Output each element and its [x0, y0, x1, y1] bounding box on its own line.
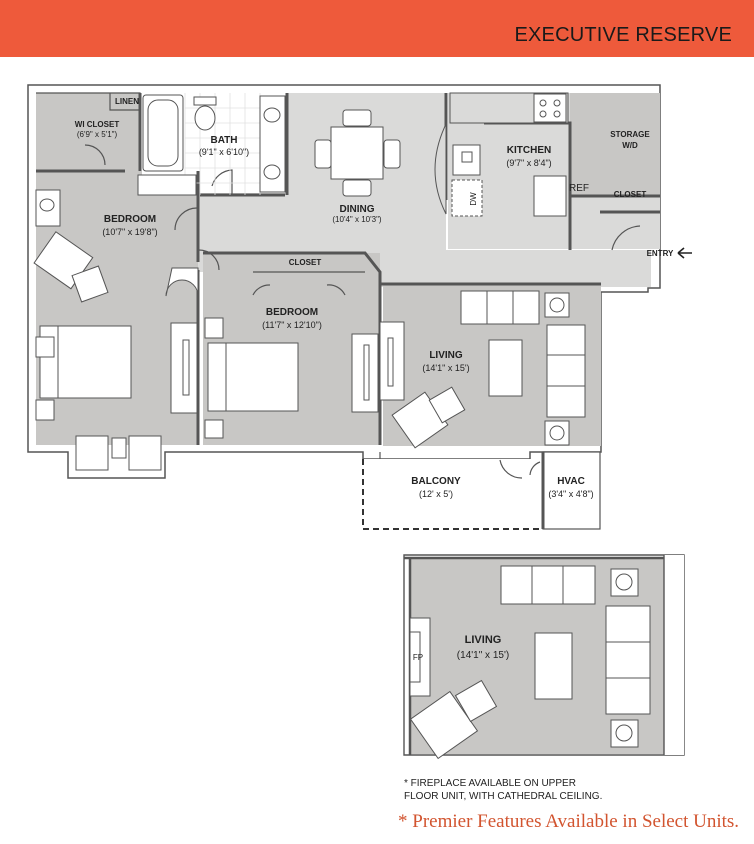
kitchen-fixtures: [434, 92, 569, 217]
label-fireplace: FP: [413, 653, 423, 662]
balcony-railing: [362, 459, 543, 530]
label-linen: LINEN: [115, 97, 139, 106]
premier-features-note: * Premier Features Available in Select U…: [398, 811, 740, 832]
bedroom2-furniture: [204, 317, 405, 439]
dims-dining: (10'4" x 10'3"): [332, 215, 382, 224]
label-hvac: HVAC: [557, 476, 585, 487]
header-banner: EXECUTIVE RESERVE: [0, 0, 754, 57]
label-ref: REF: [569, 183, 589, 194]
label-dw: DW: [469, 192, 478, 206]
dims-upper-living: (14'1" x 15'): [457, 650, 509, 661]
label-kitchen: KITCHEN: [507, 145, 551, 156]
label-balcony: BALCONY: [411, 476, 461, 487]
plan-title: EXECUTIVE RESERVE: [514, 24, 732, 46]
footnote-line2: FLOOR UNIT, WITH CATHEDRAL CEILING.: [404, 791, 603, 802]
fireplace-footnote: * FIREPLACE AVAILABLE ON UPPER FLOOR UNI…: [404, 777, 664, 803]
label-upper-living: LIVING: [465, 634, 502, 646]
dims-wi-closet: (6'9" x 5'1"): [77, 130, 118, 139]
dims-bath: (9'1" x 6'10"): [199, 147, 249, 157]
label-storage-wd: W/D: [622, 141, 638, 150]
bedroom1-furniture: [33, 174, 199, 471]
footnote-line1: * FIREPLACE AVAILABLE ON UPPER: [404, 778, 576, 789]
label-closet2: CLOSET: [289, 258, 322, 267]
dims-kitchen: (9'7" x 8'4"): [506, 158, 551, 168]
living-furniture: [391, 290, 586, 449]
label-living: LIVING: [429, 350, 463, 361]
dims-balcony: (12' x 5'): [419, 489, 453, 499]
dining-set: [314, 109, 401, 197]
label-entry: ENTRY: [647, 249, 674, 258]
bath-fixtures: [142, 94, 286, 193]
secondary-lines: [36, 92, 641, 479]
label-bedroom1: BEDROOM: [104, 214, 156, 225]
label-storage: STORAGE: [610, 130, 650, 139]
dims-bedroom2: (11'7" x 12'10"): [262, 320, 322, 330]
label-bedroom2: BEDROOM: [266, 307, 318, 318]
label-dining: DINING: [340, 204, 375, 215]
dims-hvac: (3'4" x 4'8"): [548, 489, 593, 499]
bath-tiles: [184, 93, 261, 195]
dims-living: (14'1" x 15'): [422, 363, 469, 373]
entry-arrow-icon: [677, 247, 692, 259]
dims-bedroom1: (10'7" x 19'8"): [102, 227, 157, 237]
label-kitchen-closet: CLOSET: [614, 190, 647, 199]
label-bath: BATH: [210, 135, 237, 146]
upper-living: [403, 554, 685, 760]
label-wi-closet: WI CLOSET: [75, 120, 120, 129]
